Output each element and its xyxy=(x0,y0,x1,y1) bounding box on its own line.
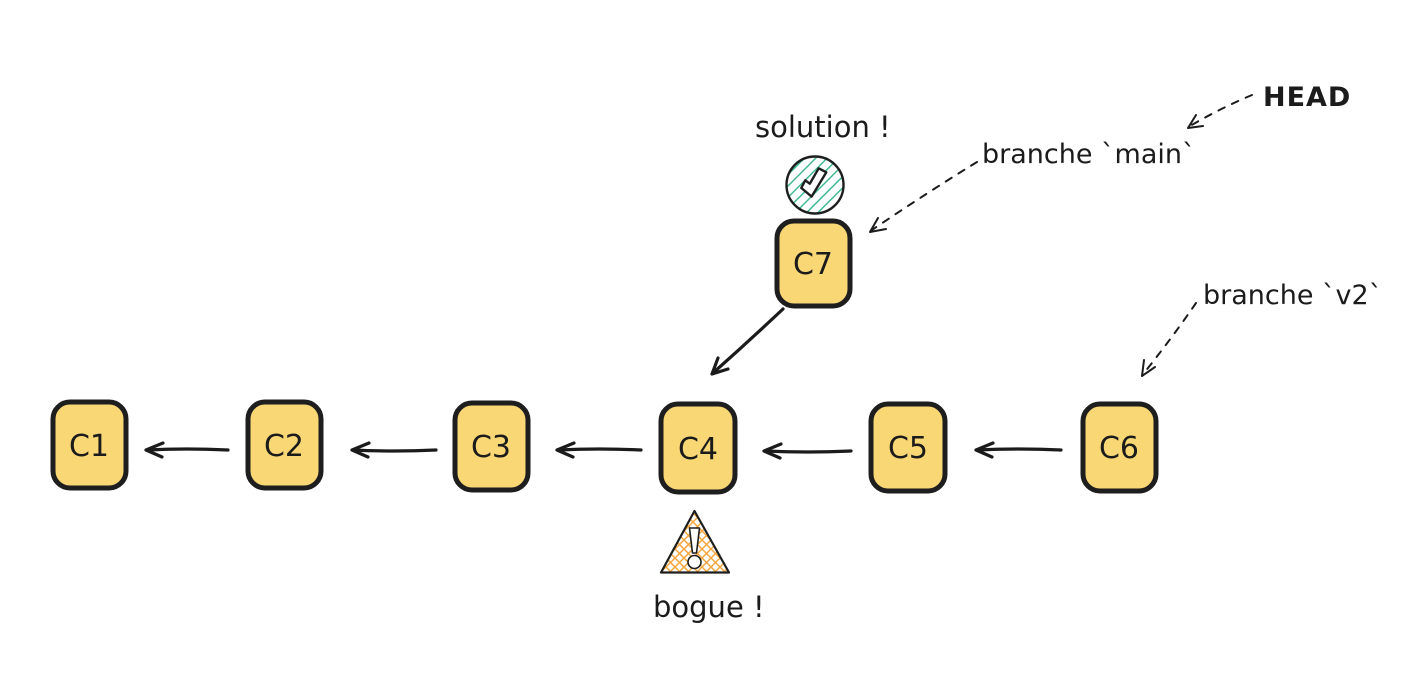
arrow-c5-to-c4 xyxy=(762,442,853,460)
commit-node-c2: C2 xyxy=(245,399,324,491)
arrow-c3-to-c2 xyxy=(350,441,438,459)
commit-label-c2: C2 xyxy=(264,429,304,464)
check-icon xyxy=(785,155,845,215)
label-solution: solution ! xyxy=(755,110,891,144)
warning-icon xyxy=(659,509,731,574)
commit-node-c3: C3 xyxy=(452,400,531,493)
label-branch-main: branche `main` xyxy=(982,139,1196,170)
commit-node-c5: C5 xyxy=(868,401,948,494)
commit-label-c1: C1 xyxy=(69,429,109,464)
pointer-branch-v2-to-c6 xyxy=(1141,302,1197,377)
commit-label-c5: C5 xyxy=(888,431,928,466)
commit-label-c6: C6 xyxy=(1099,431,1139,466)
pointer-branch-main-to-c7 xyxy=(869,161,978,233)
arrow-c7-to-c4 xyxy=(710,307,785,376)
pointer-head-to-branch-main xyxy=(1187,94,1253,129)
label-bug: bogue ! xyxy=(653,590,765,624)
arrow-c2-to-c1 xyxy=(144,441,230,459)
commit-label-c7: C7 xyxy=(793,247,833,282)
label-head: HEAD xyxy=(1263,82,1351,113)
label-branch-v2: branche `v2` xyxy=(1203,280,1382,311)
commit-node-c7: C7 xyxy=(774,218,853,309)
arrow-c6-to-c5 xyxy=(974,441,1063,459)
commit-node-c1: C1 xyxy=(50,399,129,491)
arrow-c4-to-c3 xyxy=(555,441,643,459)
commit-node-c4: C4 xyxy=(658,401,738,495)
commit-label-c4: C4 xyxy=(678,432,718,467)
commit-node-c6: C6 xyxy=(1080,401,1159,494)
commit-label-c3: C3 xyxy=(471,430,511,465)
